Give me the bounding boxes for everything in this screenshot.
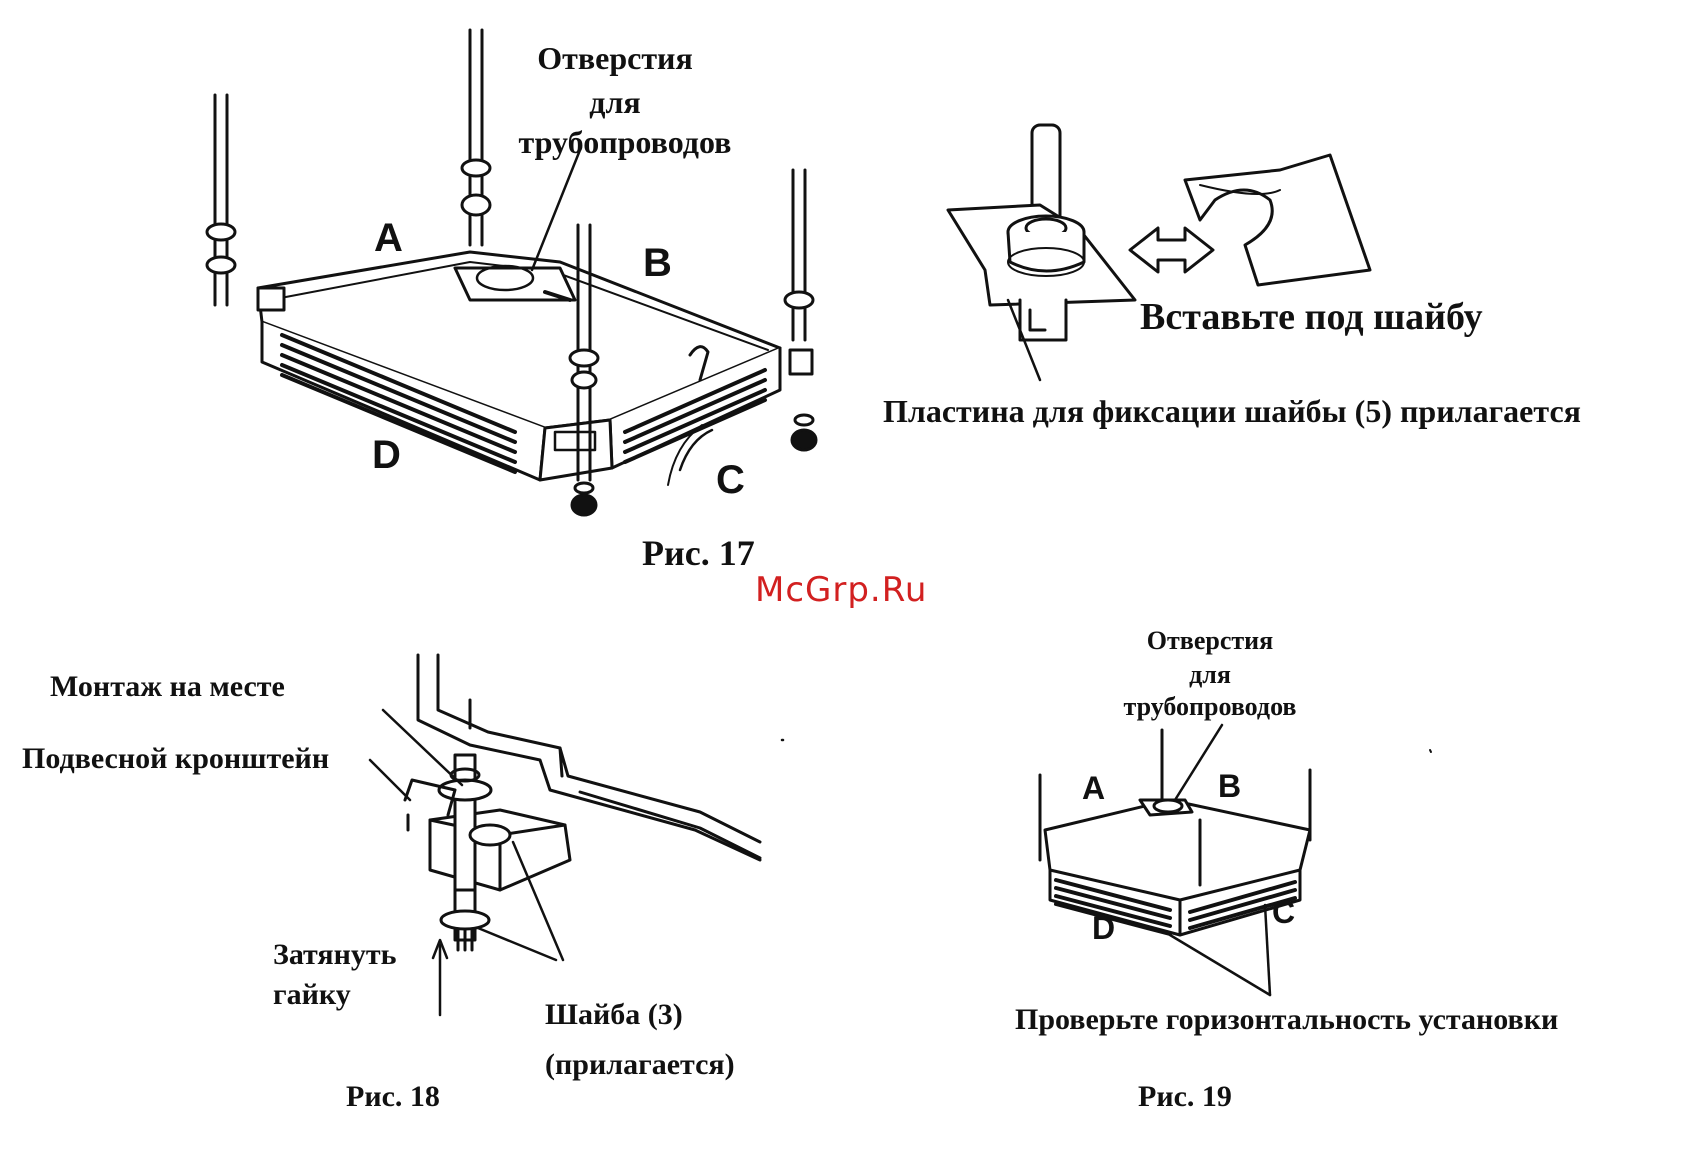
fig19-side-c-letter: C [1272, 896, 1295, 928]
fig17-caption: Рис. 17 [642, 535, 755, 571]
fig18-hanging-bracket-label: Подвесной кронштейн [22, 744, 329, 774]
fig19-unit-drawing [1040, 730, 1310, 935]
fig18-bracket-drawing [405, 655, 760, 950]
watermark: McGrp.Ru [755, 573, 927, 607]
fig18-tighten-nut-label-line2: гайку [273, 980, 351, 1010]
fig18-washer-label-line1: Шайба (3) [545, 1000, 683, 1030]
fig17-pipe-holes-label-line1: Отверстия [500, 42, 730, 74]
fig19-side-d-letter: D [1092, 912, 1115, 944]
fig17-side-c-letter: C [716, 460, 745, 500]
fig17-side-a-letter: A [374, 218, 403, 258]
fig17-washer-plate-label: Пластина для фиксации шайбы (5) прилагае… [883, 395, 1581, 427]
fig19-caption: Рис. 19 [1138, 1082, 1232, 1112]
fig17-washer-plate-drawing [948, 125, 1370, 380]
fig17-insert-under-washer-label: Вставьте под шайбу [1140, 298, 1483, 336]
fig18-caption: Рис. 18 [346, 1082, 440, 1112]
fig17-side-b-letter: B [643, 243, 672, 283]
fig17-side-d-letter: D [372, 435, 401, 475]
fig17-pipe-holes-label-line3: трубопроводов [500, 126, 750, 158]
fig17-pipe-holes-leader [532, 150, 580, 270]
fig19-check-level-label: Проверьте горизонтальность установки [1015, 1005, 1558, 1035]
fig19-pipe-holes-label-line1: Отверстия [1105, 628, 1315, 654]
fig19-pipe-holes-label-line2: для [1105, 662, 1315, 688]
fig19-side-a-letter: A [1082, 772, 1105, 804]
fig17-unit-drawing [258, 252, 812, 480]
fig19-pipe-holes-label-line3: трубопроводов [1105, 694, 1315, 720]
fig18-tighten-nut-label-line1: Затянуть [273, 940, 397, 970]
fig17-pipe-holes-label-line2: для [500, 86, 730, 118]
fig19-side-b-letter: B [1218, 770, 1241, 802]
fig18-mount-on-site-label: Монтаж на месте [50, 672, 285, 702]
fig18-washer-label-line2: (прилагается) [545, 1050, 735, 1080]
